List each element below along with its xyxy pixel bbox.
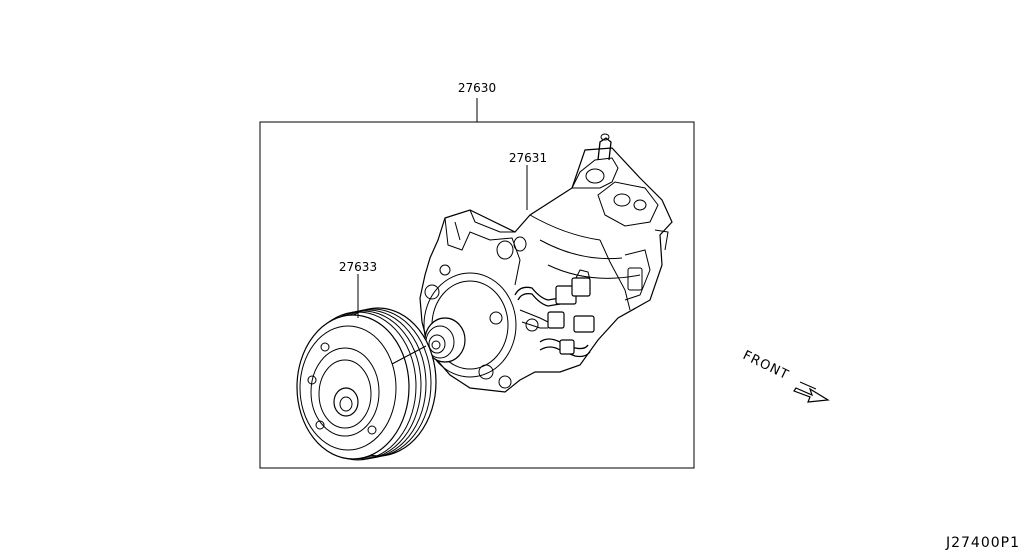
assembly-part-number: 27630 [458, 81, 496, 95]
pulley-part-number: 27633 [339, 260, 377, 274]
front-direction-indicator: FRONT [740, 348, 830, 403]
front-arrow-icon [793, 381, 830, 403]
front-label: FRONT [740, 348, 791, 383]
diagram-reference-code: J27400P1 [945, 535, 1020, 551]
compressor-body [419, 133, 673, 393]
compressor-part-number: 27631 [509, 151, 547, 165]
clutch-pulley [296, 307, 437, 461]
